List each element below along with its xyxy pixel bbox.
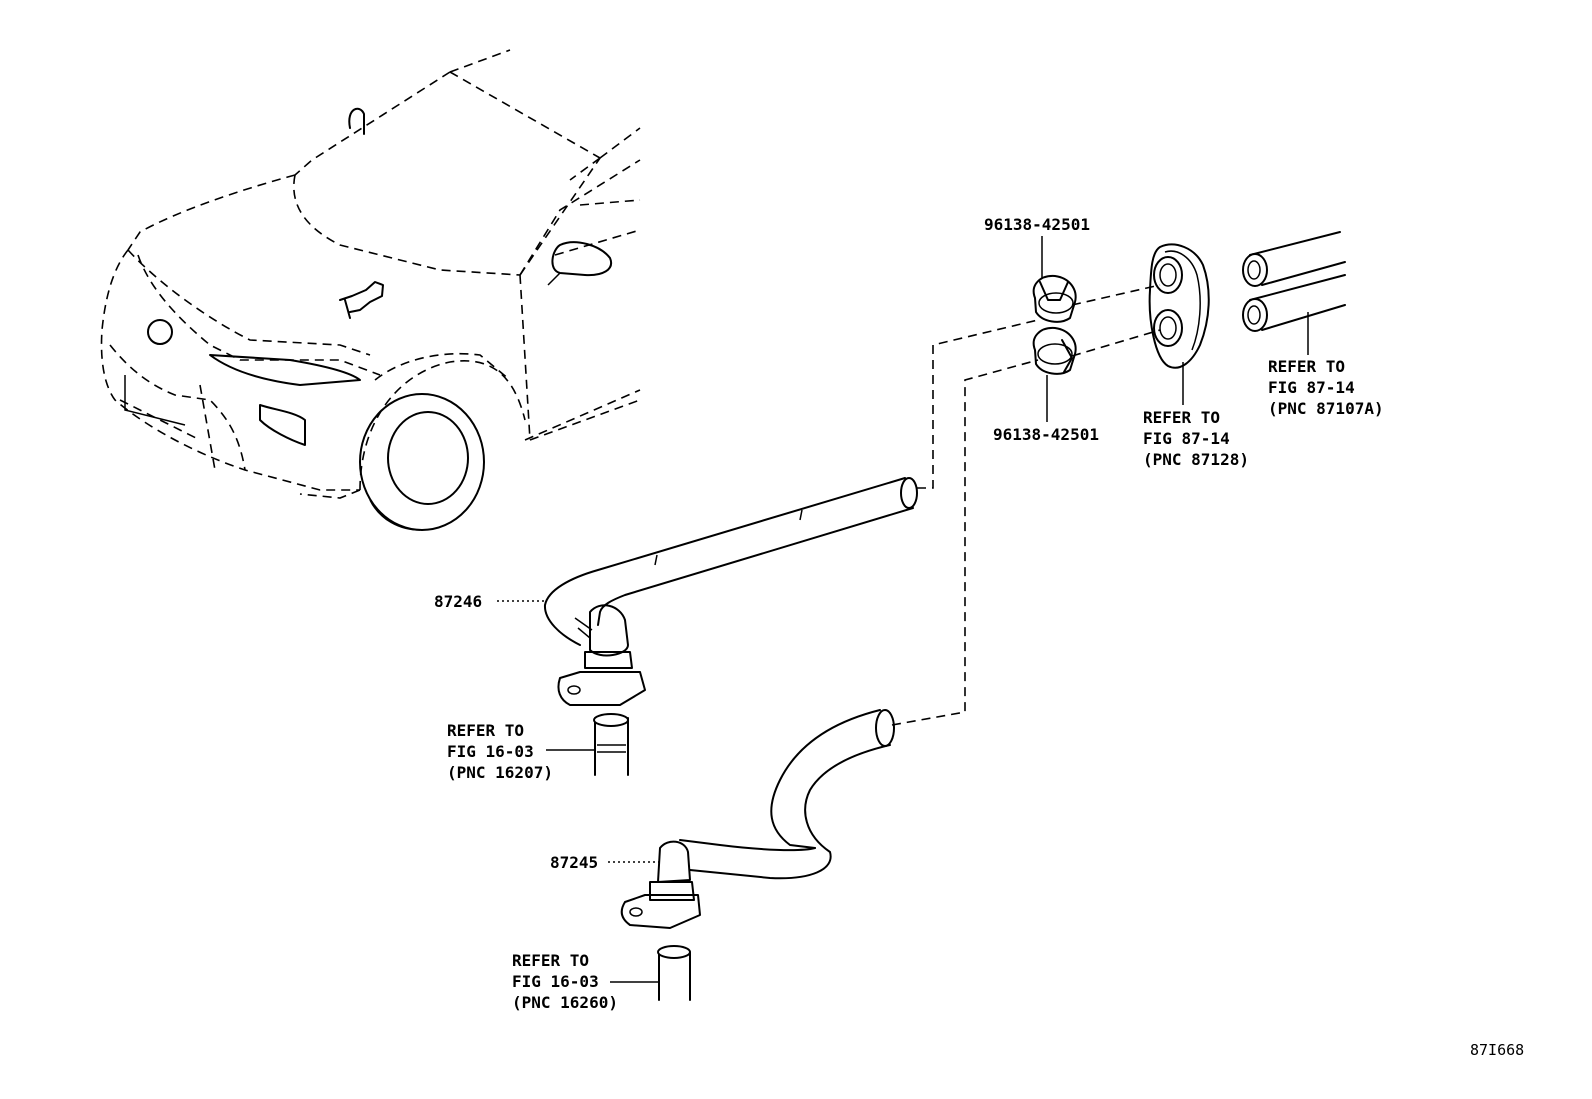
hose-87246 [543, 477, 918, 706]
engine-pipe-lower [657, 945, 691, 1001]
figure-code: 87I668 [1470, 1041, 1524, 1059]
connection-lines [891, 284, 1161, 726]
grommet-part [1148, 243, 1210, 369]
lower-pipe-ref-line1: REFER TO [512, 951, 589, 970]
lower-pipe-ref-line3: (PNC 16260) [512, 993, 618, 1012]
upper-pipe-ref-line2: FIG 16-03 [447, 742, 534, 761]
grommet-ref-line3: (PNC 87128) [1143, 450, 1249, 469]
heater-pipes [1242, 231, 1346, 332]
hose-lower-label: 87245 [550, 853, 598, 872]
pipes-ref-line1: REFER TO [1268, 357, 1345, 376]
pipes-ref-line2: FIG 87-14 [1268, 378, 1355, 397]
upper-pipe-ref-line1: REFER TO [447, 721, 524, 740]
grommet-ref-line1: REFER TO [1143, 408, 1220, 427]
pipes-ref-line3: (PNC 87107A) [1268, 399, 1384, 418]
hose-87245 [620, 709, 895, 929]
upper-pipe-ref-line3: (PNC 16207) [447, 763, 553, 782]
leader-lines [497, 236, 1309, 983]
hose-upper-label: 87246 [434, 592, 482, 611]
vehicle-illustration [100, 49, 641, 531]
hose-clamp-lower [1032, 326, 1077, 375]
grommet-ref-line2: FIG 87-14 [1143, 429, 1230, 448]
engine-pipe-upper [593, 713, 629, 776]
clamp-upper-label: 96138-42501 [984, 215, 1090, 234]
clamp-lower-label: 96138-42501 [993, 425, 1099, 444]
part-labels: 96138-42501 96138-42501 87246 87245 REFE… [434, 215, 1524, 1059]
lower-pipe-ref-line2: FIG 16-03 [512, 972, 599, 991]
hose-clamp-upper [1032, 274, 1077, 323]
